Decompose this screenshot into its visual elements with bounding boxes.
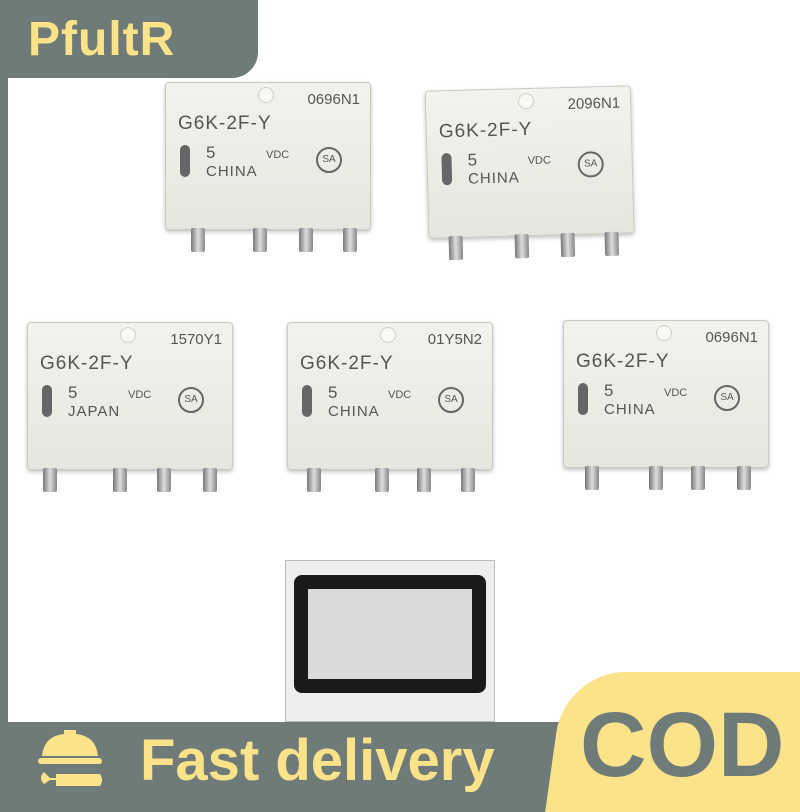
relay-voltage: 5 bbox=[68, 383, 78, 402]
relay-voltage: 5 bbox=[467, 150, 478, 170]
brand-logo: PfultR bbox=[0, 0, 258, 78]
relay-unit: VDC bbox=[266, 149, 290, 161]
cod-label: COD bbox=[580, 694, 785, 796]
fast-delivery-label: Fast delivery bbox=[140, 728, 495, 793]
helmet-wrench-icon bbox=[38, 730, 102, 786]
relay-code: 2096N1 bbox=[567, 94, 621, 113]
relay-code: 0696N1 bbox=[705, 329, 758, 346]
relay-model: G6K-2F-Y bbox=[438, 118, 533, 143]
relay-model: G6K-2F-Y bbox=[178, 113, 272, 134]
relay-voltage: 5 bbox=[206, 143, 216, 162]
relay-unit: VDC bbox=[527, 154, 552, 168]
relay-model: G6K-2F-Y bbox=[40, 353, 134, 374]
sa-logo: SA bbox=[178, 387, 204, 413]
relay-country: CHINA bbox=[206, 163, 258, 180]
relay-model: G6K-2F-Y bbox=[576, 351, 670, 372]
relay-country: CHINA bbox=[328, 403, 380, 420]
relay-underside bbox=[285, 560, 495, 722]
relay-country: CHINA bbox=[467, 169, 520, 188]
relay-unit: VDC bbox=[128, 389, 152, 401]
sa-logo: SA bbox=[316, 147, 342, 173]
relay-country: CHINA bbox=[604, 401, 656, 418]
sa-logo: SA bbox=[577, 151, 605, 178]
relay-unit: VDC bbox=[388, 389, 412, 401]
relay-code: 01Y5N2 bbox=[427, 331, 482, 348]
sa-logo: SA bbox=[438, 387, 464, 413]
relay-voltage: 5 bbox=[604, 381, 614, 400]
relay-country: JAPAN bbox=[68, 403, 121, 420]
relay-code: 1570Y1 bbox=[170, 331, 222, 348]
relay-unit: VDC bbox=[664, 387, 688, 399]
relay-code: 0696N1 bbox=[307, 91, 360, 108]
sa-logo: SA bbox=[714, 385, 740, 411]
relay-voltage: 5 bbox=[328, 383, 338, 402]
relay-model: G6K-2F-Y bbox=[300, 353, 394, 374]
